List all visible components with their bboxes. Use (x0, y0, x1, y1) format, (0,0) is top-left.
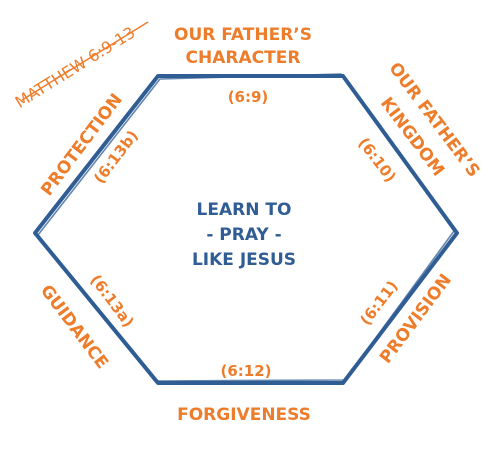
lower-left-ref: (6:13a) (86, 271, 137, 331)
center-text-line3: LIKE JESUS (192, 250, 296, 270)
bottom-side-ref: (6:12) (220, 362, 271, 380)
center-text-line1: LEARN TO (197, 200, 292, 220)
lower-right-ref: (6:11) (356, 277, 401, 329)
hexagon-outline (33, 73, 459, 385)
center-text-line2: - PRAY - (206, 225, 281, 245)
bottom-side-title: FORGIVENESS (177, 405, 311, 425)
top-side-title-line1: OUR FATHER’S (174, 25, 312, 45)
hexagon-stroke-rough (37, 73, 455, 382)
scripture-reference-underline (21, 21, 149, 101)
top-side-ref: (6:9) (228, 88, 269, 106)
top-side-title-line2: CHARACTER (186, 48, 301, 68)
